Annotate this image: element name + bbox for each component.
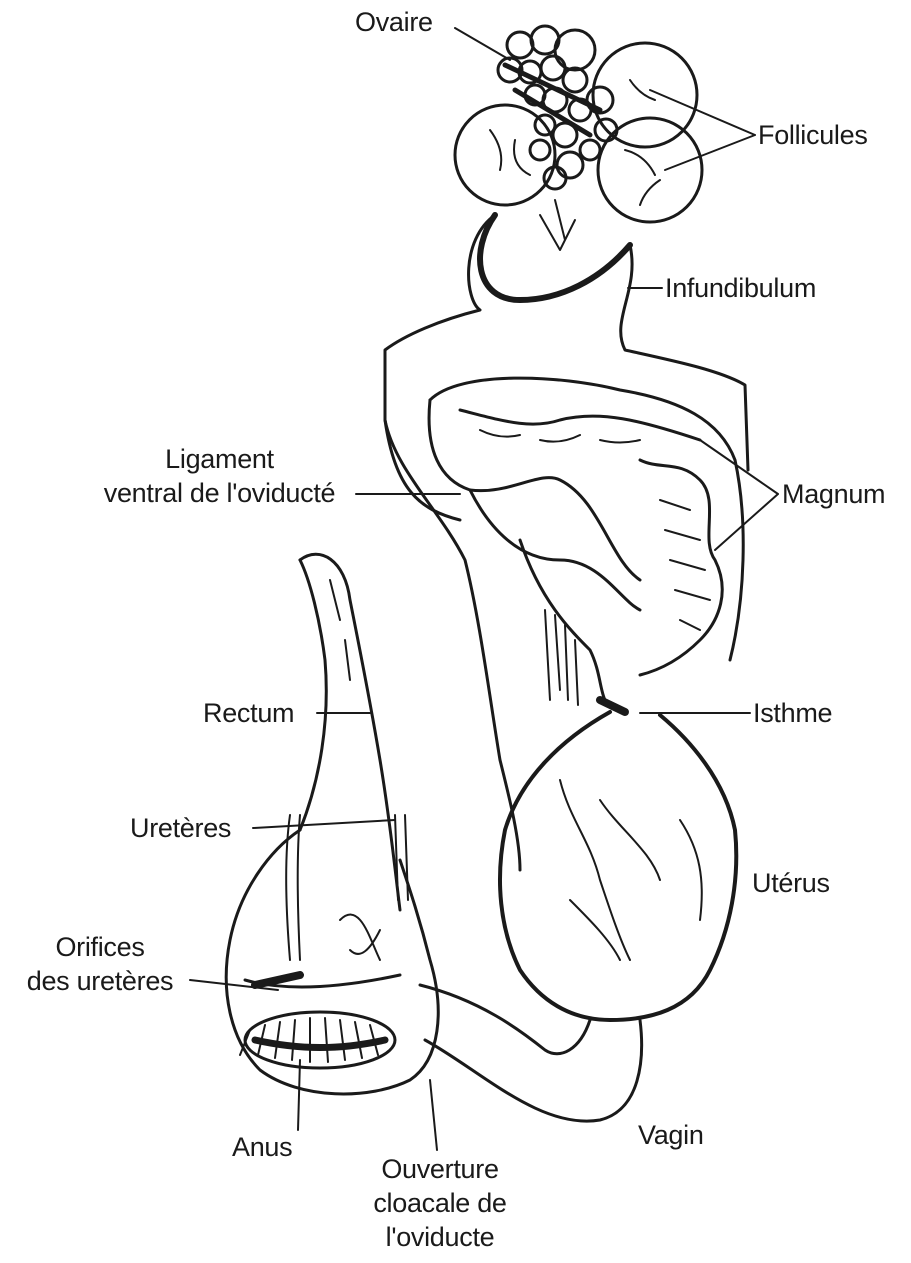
label-follicules: Follicules — [758, 118, 868, 152]
leader-magnum — [700, 440, 778, 550]
infundibulum — [385, 200, 748, 520]
leader-ureteres — [253, 820, 395, 828]
label-isthme: Isthme — [753, 696, 832, 730]
label-magnum: Magnum — [782, 477, 885, 511]
label-orifices: Orifices des uretères — [10, 930, 190, 998]
label-ureteres: Uretères — [130, 811, 231, 845]
label-ouverture-line2: cloacale de — [355, 1186, 525, 1220]
leader-follicules — [650, 90, 755, 170]
label-ouverture-line1: Ouverture — [355, 1152, 525, 1186]
uterus — [500, 712, 736, 1020]
leader-anus — [298, 1060, 300, 1130]
label-vagin: Vagin — [638, 1118, 704, 1152]
label-rectum: Rectum — [203, 696, 294, 730]
label-orifices-line1: Orifices — [10, 930, 190, 964]
label-orifices-line2: des uretères — [10, 964, 190, 998]
rectum — [300, 554, 400, 910]
label-anus: Anus — [232, 1130, 292, 1164]
leader-ovaire — [455, 28, 510, 60]
leader-ouverture — [430, 1080, 437, 1150]
magnum — [429, 378, 743, 700]
label-ligament: Ligament ventral de l'oviducté — [82, 442, 357, 510]
isthmus — [545, 610, 625, 712]
label-ligament-line2: ventral de l'oviducté — [82, 476, 357, 510]
label-uterus: Utérus — [752, 866, 830, 900]
label-infundibulum: Infundibulum — [665, 271, 816, 305]
vagina — [420, 985, 642, 1121]
label-ligament-line1: Ligament — [82, 442, 357, 476]
label-ouverture: Ouverture cloacale de l'oviducte — [355, 1152, 525, 1254]
label-ouverture-line3: l'oviducte — [355, 1220, 525, 1254]
label-ovaire: Ovaire — [355, 5, 433, 39]
